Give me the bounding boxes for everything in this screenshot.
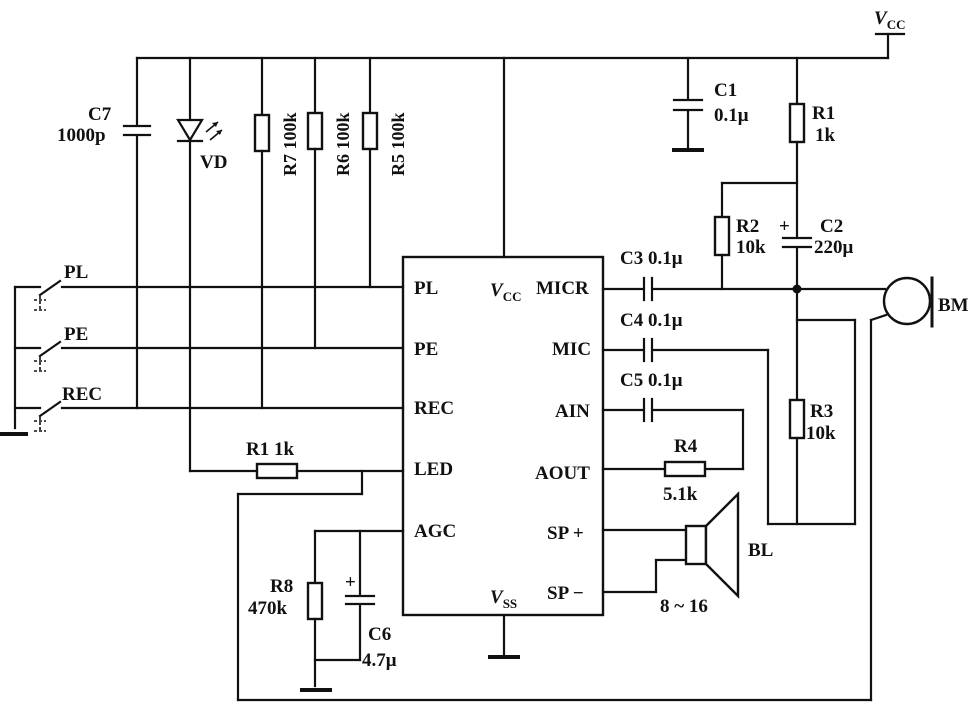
pin-micr: MICR bbox=[536, 278, 589, 299]
speaker-bl: BL 8 ~ 16 bbox=[601, 491, 773, 617]
pin-vcc: VCC bbox=[490, 280, 521, 304]
svg-text:10k: 10k bbox=[806, 423, 836, 444]
svg-text:C2: C2 bbox=[820, 216, 843, 237]
led-vd: VD bbox=[176, 56, 227, 473]
pin-agc: AGC bbox=[414, 521, 456, 542]
svg-text:C4 0.1μ: C4 0.1μ bbox=[620, 310, 683, 331]
svg-text:C1: C1 bbox=[714, 80, 737, 101]
svg-text:R6 100k: R6 100k bbox=[333, 112, 353, 176]
svg-text:R3: R3 bbox=[810, 401, 833, 422]
vcc-rail: VCC bbox=[135, 8, 905, 60]
svg-text:C7: C7 bbox=[88, 104, 112, 125]
capacitor-c5: C5 0.1μ bbox=[601, 370, 745, 471]
resistor-r3: R3 10k bbox=[788, 287, 836, 526]
pin-vss: VSS bbox=[490, 587, 517, 611]
pin-mic: MIC bbox=[552, 339, 591, 360]
svg-text:10k: 10k bbox=[736, 237, 766, 258]
svg-text:0.1μ: 0.1μ bbox=[714, 105, 749, 126]
light-emission-icon bbox=[205, 121, 223, 141]
capacitor-c7: C7 1000p bbox=[57, 56, 152, 410]
svg-text:C6: C6 bbox=[368, 624, 391, 645]
svg-text:C3 0.1μ: C3 0.1μ bbox=[620, 248, 683, 269]
switch-rec-label: REC bbox=[62, 384, 102, 405]
microphone-bm: BM bbox=[882, 276, 969, 328]
svg-text:R5 100k: R5 100k bbox=[388, 112, 408, 176]
svg-text:+: + bbox=[779, 216, 790, 237]
resistor-r1-led: R1 1k bbox=[188, 439, 405, 480]
svg-text:VD: VD bbox=[200, 152, 227, 173]
switch-pe-label: PE bbox=[64, 324, 88, 345]
capacitor-c3: C3 0.1μ bbox=[601, 248, 799, 302]
pin-pl: PL bbox=[414, 278, 438, 299]
svg-text:R4: R4 bbox=[674, 436, 698, 457]
svg-text:4.7μ: 4.7μ bbox=[362, 650, 397, 671]
svg-text:1000p: 1000p bbox=[57, 125, 106, 146]
svg-text:BM: BM bbox=[938, 295, 969, 316]
resistor-r6: R6 100k bbox=[306, 56, 353, 350]
svg-text:R7 100k: R7 100k bbox=[280, 112, 300, 176]
agc-network: + R8 470k C6 4.7μ bbox=[248, 529, 405, 692]
svg-text:470k: 470k bbox=[248, 598, 288, 619]
pin-sp-plus: SP + bbox=[547, 523, 584, 544]
svg-text:+: + bbox=[345, 572, 356, 593]
svg-text:1k: 1k bbox=[815, 125, 836, 146]
vcc-label: VCC bbox=[874, 8, 905, 32]
pin-pe: PE bbox=[414, 339, 438, 360]
svg-text:R1 1k: R1 1k bbox=[246, 439, 294, 460]
switch-pl-label: PL bbox=[64, 262, 88, 283]
svg-text:R8: R8 bbox=[270, 576, 293, 597]
capacitor-c2: + C2 220μ bbox=[779, 216, 854, 291]
resistor-r7: R7 100k bbox=[253, 56, 300, 410]
pin-led: LED bbox=[414, 459, 453, 480]
svg-text:220μ: 220μ bbox=[814, 237, 854, 258]
svg-text:R2: R2 bbox=[736, 216, 759, 237]
resistor-r1-top: R1 1k bbox=[788, 56, 836, 239]
switches: PL PE REC bbox=[0, 262, 405, 436]
svg-text:R1: R1 bbox=[812, 103, 835, 124]
resistor-r2: R2 10k bbox=[713, 181, 766, 291]
svg-text:5.1k: 5.1k bbox=[663, 484, 698, 505]
resistor-r5: R5 100k bbox=[361, 56, 408, 289]
capacitor-c4: C4 0.1μ bbox=[601, 310, 770, 526]
voice-recorder-chip: PL PE REC LED AGC MICR MIC AIN AOUT SP +… bbox=[401, 255, 605, 617]
capacitor-c1: C1 0.1μ bbox=[672, 56, 749, 152]
pin-ain: AIN bbox=[555, 401, 590, 422]
pin-aout: AOUT bbox=[535, 463, 590, 484]
pin-rec: REC bbox=[414, 398, 454, 419]
svg-text:8 ~ 16: 8 ~ 16 bbox=[660, 596, 708, 617]
svg-text:C5 0.1μ: C5 0.1μ bbox=[620, 370, 683, 391]
pin-sp-minus: SP − bbox=[547, 583, 584, 604]
svg-text:BL: BL bbox=[748, 540, 773, 561]
resistor-r4: R4 5.1k bbox=[601, 436, 745, 505]
